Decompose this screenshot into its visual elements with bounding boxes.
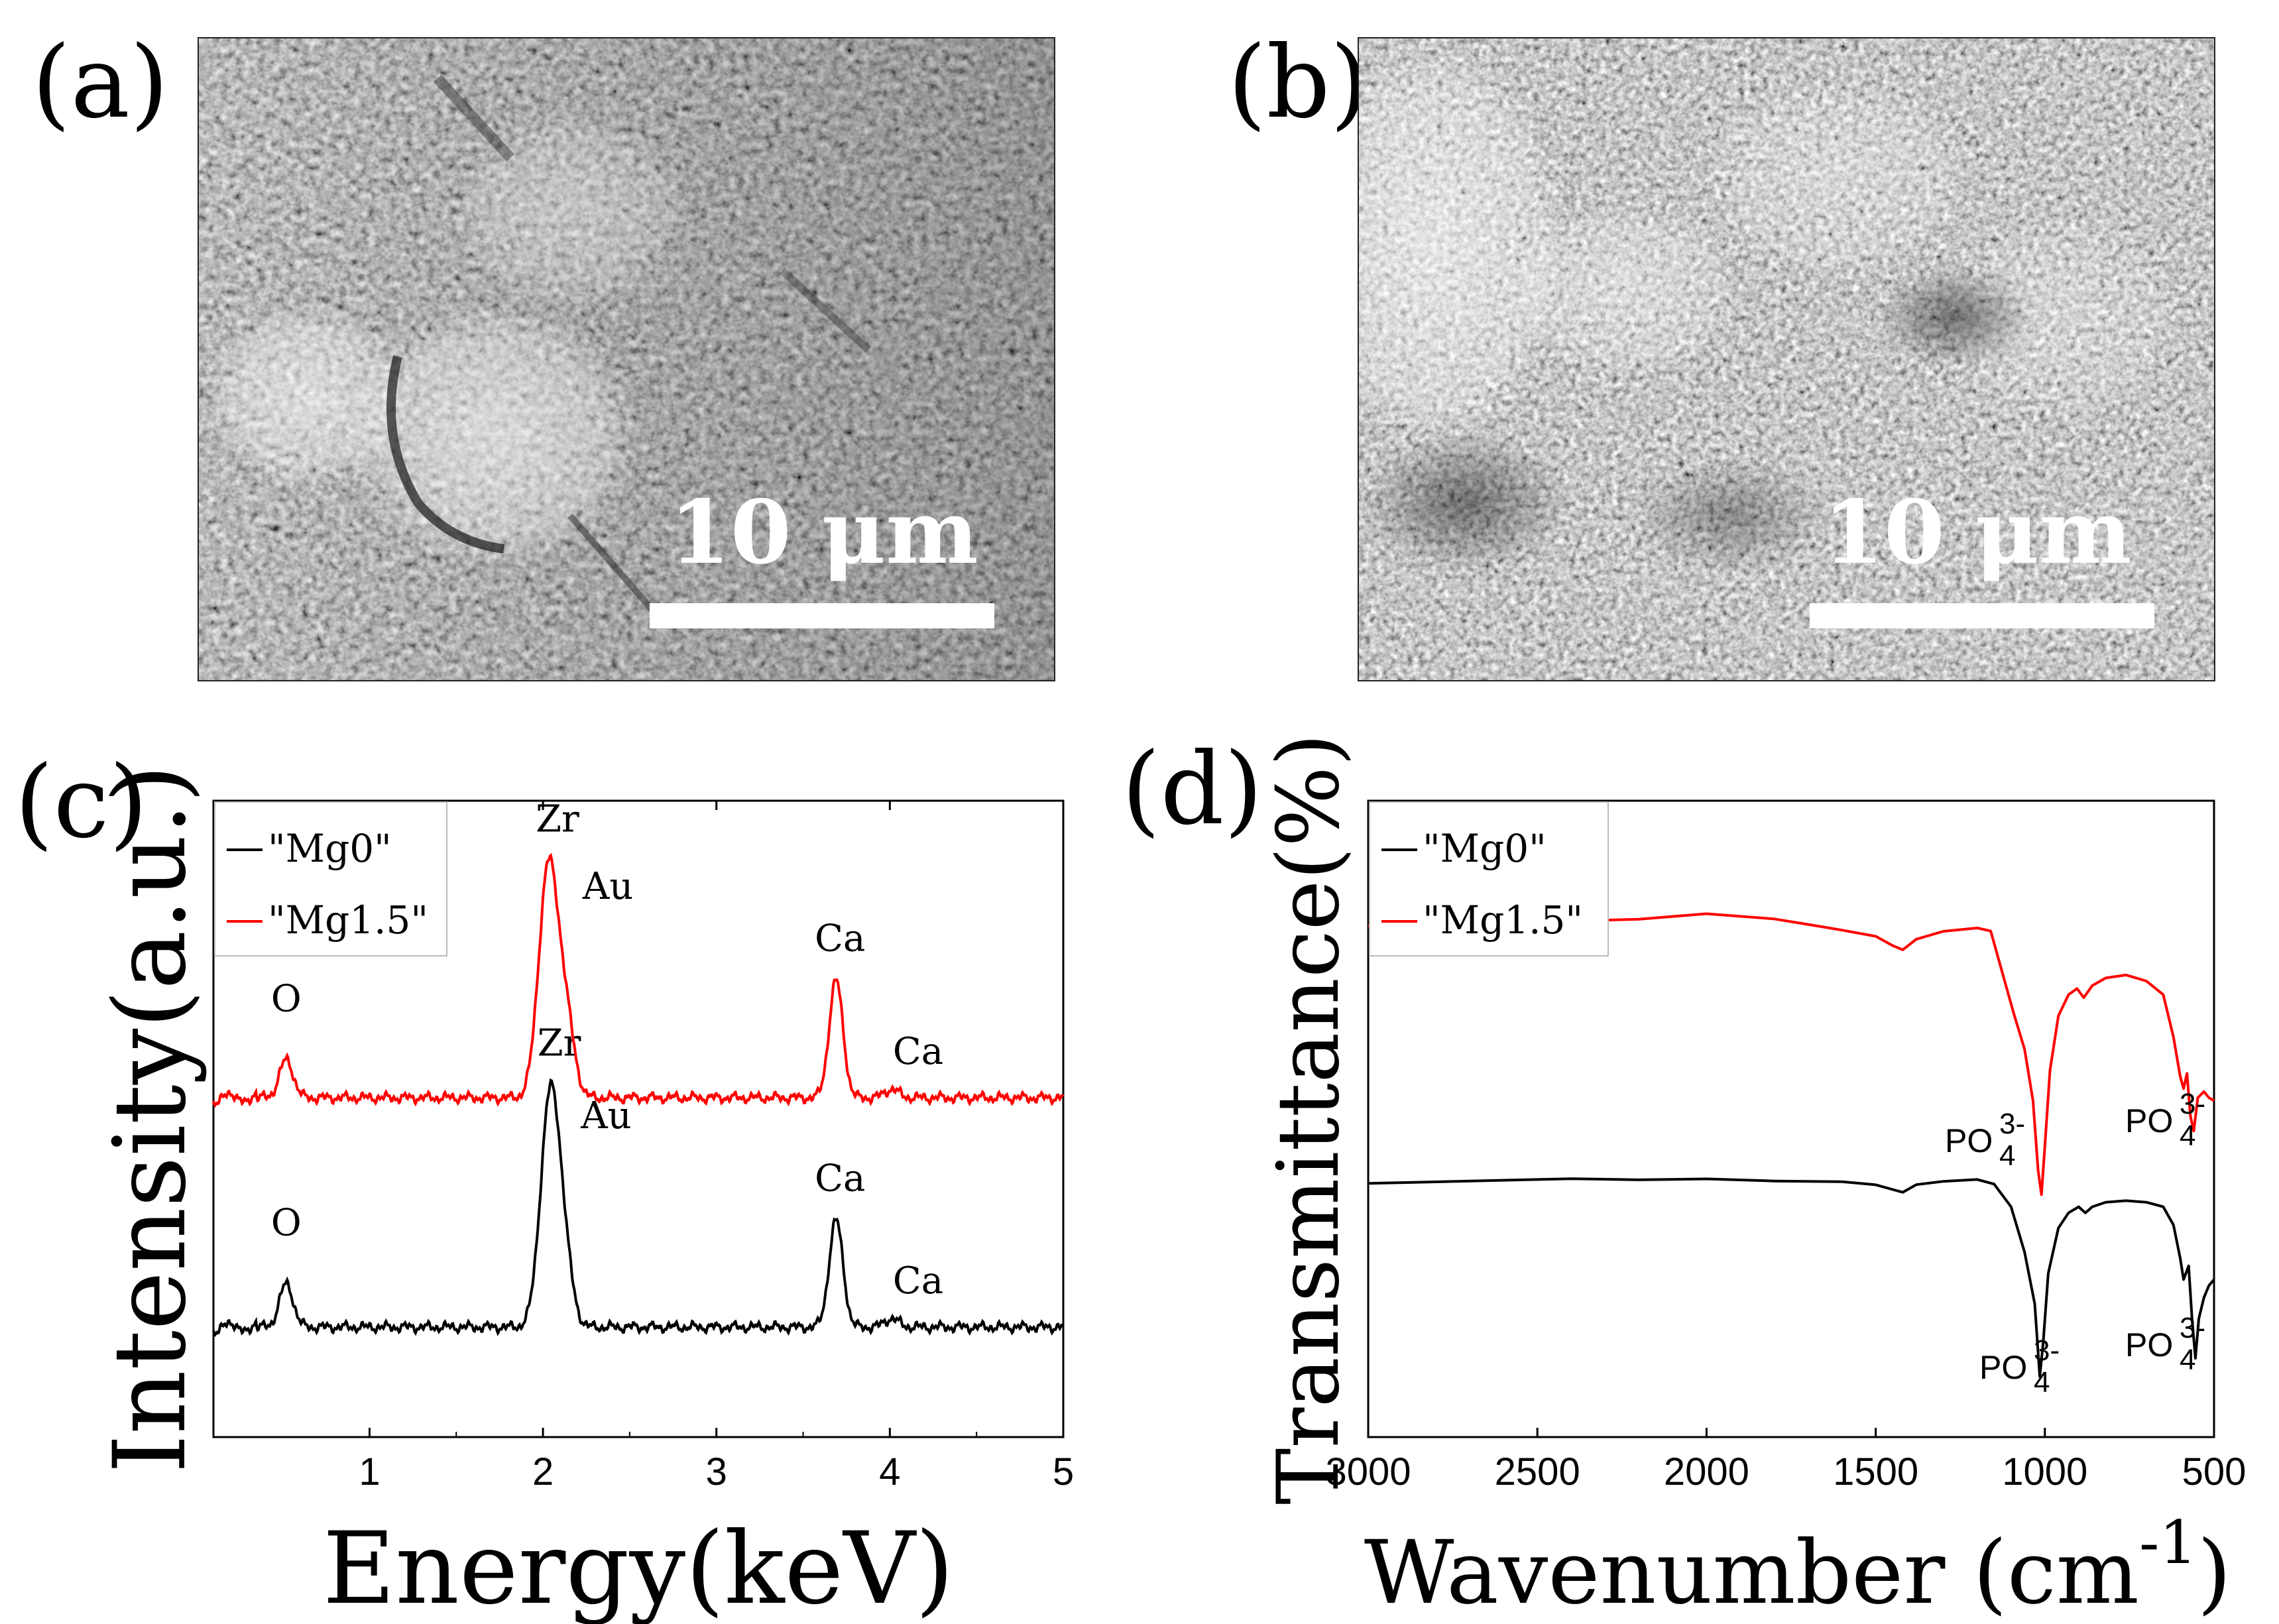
legend-box — [214, 801, 447, 957]
panel-c-label: (c) — [15, 745, 148, 860]
ion-charge: 3- — [2180, 1312, 2205, 1344]
y-axis-title: Intensity(a.u.) — [93, 764, 208, 1474]
x-tick-label: 4 — [879, 1450, 900, 1493]
peak-label: Ca — [893, 1259, 943, 1303]
x-tick-label: 2000 — [1664, 1450, 1749, 1493]
x-tick-label: 1500 — [1833, 1450, 1918, 1493]
x-tick-label: 3 — [706, 1450, 727, 1493]
sem-image-a: 10 μm — [198, 37, 1055, 681]
x-tick-label: 5 — [1053, 1450, 1074, 1493]
legend-label: "Mg0" — [1423, 826, 1547, 871]
x-axis-title-close: ) — [2197, 1522, 2232, 1624]
panel-a-label: (a) — [32, 25, 169, 141]
ion-label: PO — [1945, 1122, 1993, 1159]
x-tick-label: 500 — [2182, 1450, 2247, 1493]
series-line-mg1-5 — [1368, 912, 2215, 1196]
x-tick-label: 3000 — [1325, 1450, 1411, 1493]
peak-label: Ca — [815, 917, 865, 960]
ion-label: PO — [1979, 1349, 2027, 1386]
x-axis-title-sup: -1 — [2139, 1508, 2197, 1578]
x-tick-label: 1 — [359, 1450, 380, 1493]
panel-d-label: (d) — [1122, 732, 1263, 847]
series-line-mg0 — [212, 1078, 1065, 1337]
ion-label: PO — [2125, 1326, 2173, 1363]
peak-label: Au — [580, 1094, 632, 1137]
panel-b-label: (b) — [1228, 25, 1370, 141]
x-axis-title: Energy(keV) — [323, 1511, 954, 1624]
ion-subscript: 4 — [2180, 1120, 2195, 1152]
sem-image-b: 10 μm — [1358, 37, 2215, 681]
legend-box — [1369, 801, 1609, 957]
scale-bar-a — [650, 603, 994, 628]
peak-label: O — [271, 1201, 302, 1244]
ion-subscript: 4 — [2034, 1366, 2050, 1399]
ion-subscript: 4 — [2180, 1344, 2195, 1376]
series-line-mg0 — [1368, 1177, 2215, 1378]
scale-bar-b — [1810, 603, 2154, 628]
x-axis-title: Wavenumber (cm-1) — [1364, 1508, 2231, 1624]
chart-legend: "Mg0" "Mg1.5" — [1369, 801, 1609, 957]
chart-legend: "Mg0" "Mg1.5" — [214, 801, 447, 957]
legend-label: "Mg1.5" — [1423, 898, 1583, 943]
legend-label: "Mg0" — [268, 826, 392, 871]
ion-subscript: 4 — [1999, 1139, 2015, 1172]
series-line-mg1-5 — [212, 852, 1065, 1108]
peak-label: Au — [582, 865, 634, 908]
ion-label: PO — [2125, 1102, 2173, 1139]
scale-bar-label-a: 10 μm — [670, 481, 978, 584]
x-tick-label: 2500 — [1495, 1450, 1580, 1493]
peak-label: Ca — [893, 1030, 943, 1073]
scale-bar-label-b: 10 μm — [1823, 481, 2132, 584]
plot-frame — [212, 799, 1065, 1438]
x-tick-label: 1000 — [2002, 1450, 2087, 1493]
ion-charge: 3- — [2034, 1334, 2060, 1367]
ion-charge: 3- — [1999, 1108, 2025, 1140]
plot-frame — [1367, 799, 2215, 1438]
x-tick-label: 2 — [532, 1450, 554, 1493]
peak-label: O — [271, 977, 302, 1020]
peak-label: Zr — [538, 1021, 581, 1065]
y-axis-title: Transmittance(%) — [1259, 733, 1358, 1505]
peak-label: Ca — [815, 1157, 865, 1200]
legend-label: "Mg1.5" — [268, 898, 428, 943]
ion-charge: 3- — [2180, 1088, 2205, 1120]
peak-label: Zr — [536, 798, 579, 841]
